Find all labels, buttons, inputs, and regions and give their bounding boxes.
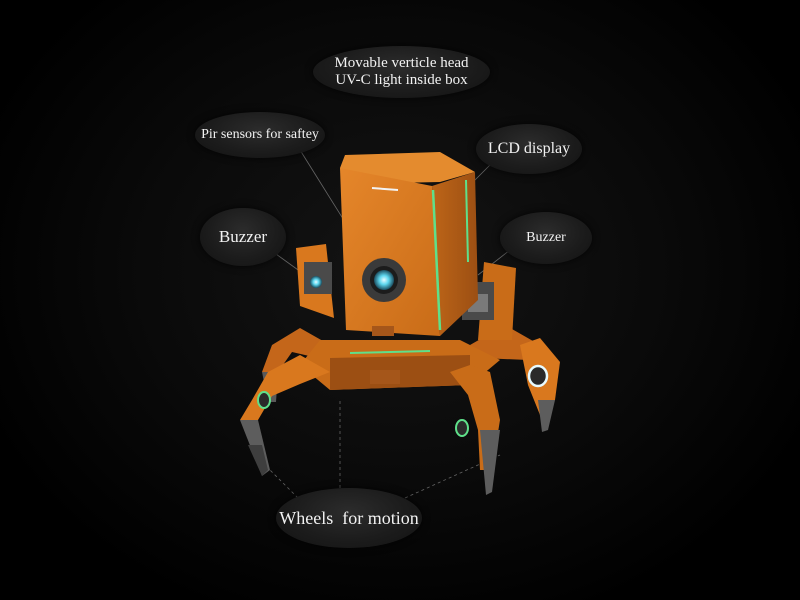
callout-buzzer-right: Buzzer xyxy=(500,212,592,264)
robot-head xyxy=(340,152,478,336)
callout-lcd-label: LCD display xyxy=(487,139,571,157)
robot-arms xyxy=(296,244,516,340)
callout-head-line2: UV-C light inside box xyxy=(335,72,468,88)
callout-wheels-label: Wheels for motion xyxy=(279,507,419,528)
callout-buzzer-left: Buzzer xyxy=(200,208,286,266)
callout-pir-label: Pir sensors for saftey xyxy=(201,126,319,142)
robot-front-legs xyxy=(240,338,560,495)
callout-buzzer-left-label: Buzzer xyxy=(218,227,268,247)
callout-head-line1: Movable verticle head xyxy=(334,54,469,71)
callout-buzzer-right-label: Buzzer xyxy=(526,229,566,245)
callout-lcd-display: LCD display xyxy=(476,124,582,174)
callout-pir-sensors: Pir sensors for saftey xyxy=(195,112,325,158)
callout-wheels: Wheels for motion xyxy=(276,488,422,548)
robot-base xyxy=(300,340,500,390)
callout-movable-head: Movable verticle head UV-C light inside … xyxy=(313,46,490,98)
